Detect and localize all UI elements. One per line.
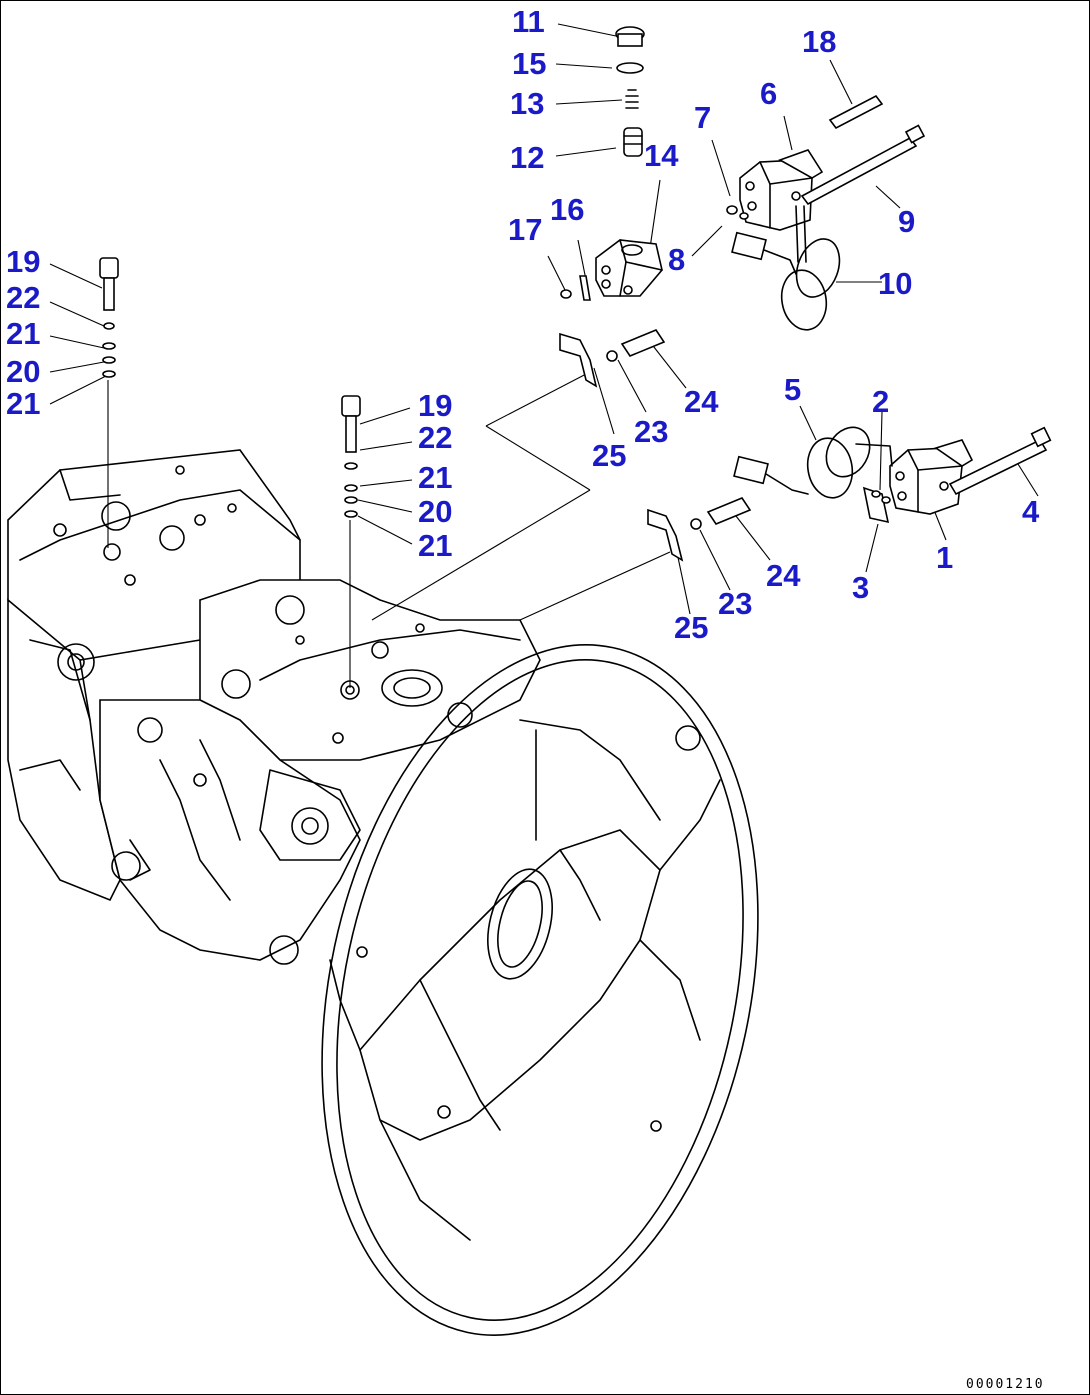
callout-1: 1 [936,540,953,575]
leader-25b [675,547,691,615]
leader-9 [875,185,901,209]
callout-22-left: 22 [6,280,40,315]
leader-19a [49,263,103,289]
leader-2 [879,411,883,491]
pump-assembly [7,449,759,1336]
callout-7: 7 [694,100,711,135]
solenoid-valve-lower [733,426,1052,524]
leader-12 [555,147,617,157]
callout-13: 13 [510,86,544,121]
callout-11: 11 [512,4,545,39]
callout-2: 2 [872,384,889,419]
callout-20-center: 20 [418,494,452,529]
callouts: 11 15 13 12 14 17 16 7 6 18 9 8 10 19 22… [6,4,1040,645]
callout-16: 16 [550,192,584,227]
leader-23b [699,529,731,591]
leader-17 [547,255,567,293]
callout-22-center: 22 [418,420,452,455]
bracket-upper [559,329,666,388]
assembly-guides [107,371,671,688]
leader-25a [593,367,615,435]
leader-8 [691,225,723,257]
valve-stack-top [560,26,663,301]
relief-plug-center [341,395,361,518]
leader-lines [49,23,1039,615]
callout-15: 15 [512,46,546,81]
callout-4: 4 [1022,494,1040,529]
callout-25-upper: 25 [592,438,626,473]
callout-21-center-upper: 21 [418,460,452,495]
relief-plug-left [99,257,119,378]
leader-15 [555,63,613,69]
callout-19-left: 19 [6,244,40,279]
callout-10: 10 [878,266,912,301]
leader-3 [865,523,879,573]
drawing-reference-number: 00001210 [966,1377,1045,1392]
callout-6: 6 [760,76,777,111]
callout-24-upper: 24 [684,384,719,419]
callout-25-lower: 25 [674,610,708,645]
leader-11 [557,23,617,37]
callout-21-left-upper: 21 [6,316,40,351]
leader-23a [617,359,647,413]
callout-17: 17 [508,212,542,247]
leader-19b [359,407,411,425]
callout-12: 12 [510,140,544,175]
leader-24b [735,515,771,561]
leader-4 [1017,463,1039,497]
callout-21-left-lower: 21 [6,386,40,421]
callout-9: 9 [898,204,915,239]
callout-5: 5 [784,372,801,407]
callout-23-lower: 23 [718,586,752,621]
leader-22b [359,441,413,451]
callout-3: 3 [852,570,869,605]
leader-7 [711,139,731,197]
leader-22a [49,301,105,327]
callout-24-lower: 24 [766,558,801,593]
callout-23-upper: 23 [634,414,668,449]
callout-19-center: 19 [418,388,452,423]
solenoid-valve-upper [726,94,926,331]
leader-13 [555,99,623,105]
callout-21-center-lower: 21 [418,528,452,563]
leader-21d [357,515,413,545]
callout-18: 18 [802,24,836,59]
leader-21b [49,375,107,405]
leader-21c [359,479,413,487]
leader-6 [783,115,793,151]
callout-8: 8 [668,242,685,277]
leader-20a [49,361,105,373]
leader-21a [49,335,105,349]
callout-14: 14 [644,138,679,173]
leader-18 [829,59,853,105]
bracket-lower [647,497,752,562]
leader-24a [649,341,687,389]
leader-20b [357,499,413,513]
callout-20-left: 20 [6,354,40,389]
leader-14 [649,179,661,249]
leader-5 [799,405,817,441]
